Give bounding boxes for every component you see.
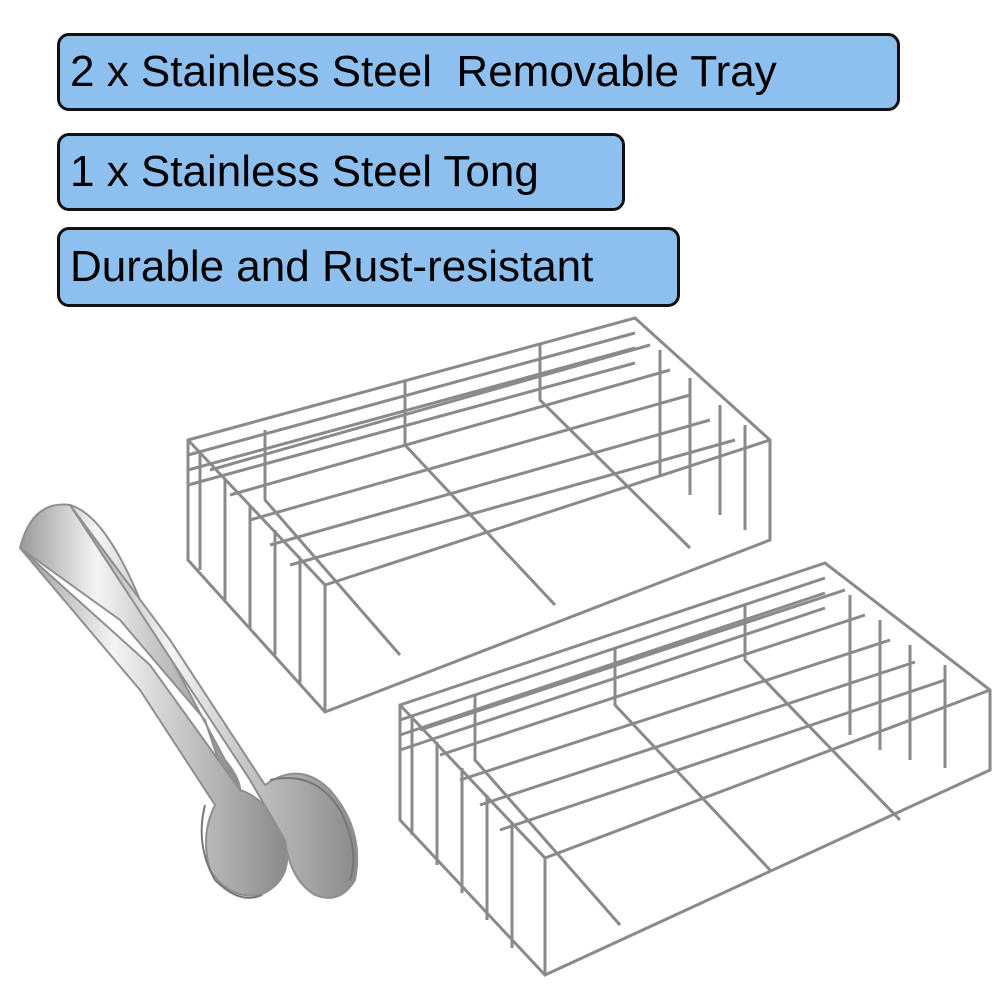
- feature-text-tong: 1 x Stainless Steel Tong: [70, 147, 539, 196]
- feature-label-durable: Durable and Rust-resistant: [57, 227, 680, 307]
- wire-tray-icon: [398, 561, 992, 977]
- feature-label-trays: 2 x Stainless Steel Removable Tray: [57, 33, 900, 111]
- stainless-tong-icon: [18, 503, 359, 899]
- feature-text-trays: 2 x Stainless Steel Removable Tray: [70, 47, 777, 96]
- feature-label-tong: 1 x Stainless Steel Tong: [57, 133, 625, 211]
- wire-tray-icon: [186, 316, 772, 714]
- feature-text-durable: Durable and Rust-resistant: [70, 242, 594, 291]
